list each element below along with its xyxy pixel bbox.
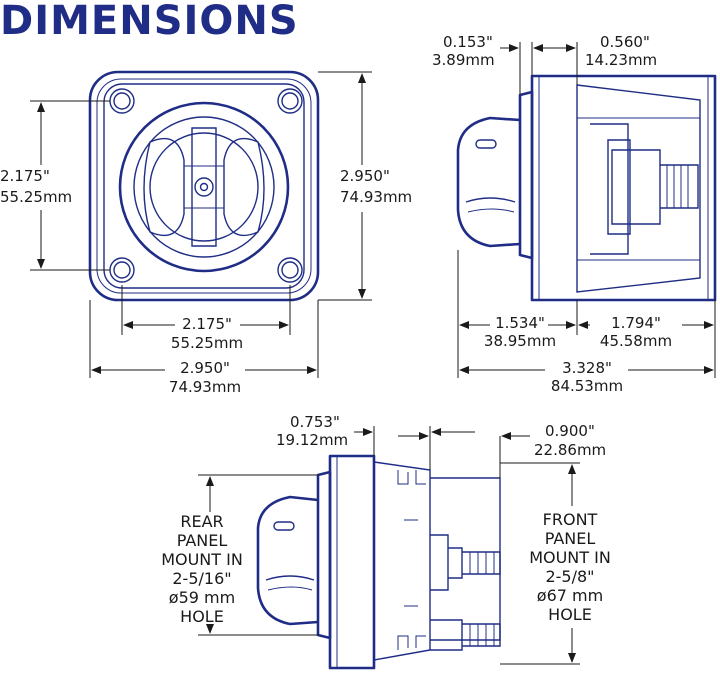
knob-depth-inch: 1.534" (495, 314, 545, 332)
body-height-inch: 2.950" (340, 167, 390, 185)
front-panel-note-line: MOUNT IN (529, 548, 611, 567)
body-height-mm: 74.93mm (340, 188, 412, 206)
rear-offset-mm: 19.12mm (276, 431, 348, 449)
front-panel-note: FRONT PANEL MOUNT IN 2-5/8" ø67 mm HOLE (529, 510, 611, 624)
rear-depth-inch: 1.794" (611, 314, 661, 332)
hole-spacing-vertical-mm: 55.25mm (0, 188, 72, 206)
mount-hole-top-right (277, 88, 303, 114)
side-view-dimensions (457, 42, 716, 378)
front-view-switch (88, 70, 320, 302)
mount-hole-bottom-right (277, 257, 303, 283)
overall-depth-inch: 3.328" (562, 359, 612, 377)
overall-depth-mm: 84.53mm (551, 377, 623, 395)
front-panel-note-line: HOLE (548, 605, 592, 624)
rear-panel-note-line: ø59 mm (169, 588, 235, 607)
rear-panel-note-line: MOUNT IN (161, 550, 243, 569)
front-offset-mm: 22.86mm (534, 441, 606, 459)
front-depth-inch: 0.560" (600, 33, 650, 51)
page-title: DIMENSIONS (0, 0, 299, 44)
mount-view-switch (256, 454, 501, 670)
mount-hole-bottom-left (109, 257, 135, 283)
mount-hole-top-left (109, 88, 135, 114)
knob-depth-mm: 38.95mm (484, 332, 556, 350)
front-panel-note-line: PANEL (545, 529, 596, 548)
front-panel-note-line: FRONT (543, 510, 598, 529)
flange-thickness-mm: 3.89mm (432, 51, 495, 69)
rear-panel-note-line: 2-5/16" (172, 569, 231, 588)
flange-thickness-inch: 0.153" (443, 33, 493, 51)
hole-spacing-horizontal-inch: 2.175" (182, 315, 232, 333)
body-width-inch: 2.950" (180, 359, 230, 377)
hole-spacing-horizontal-mm: 55.25mm (171, 334, 243, 352)
front-depth-mm: 14.23mm (585, 51, 657, 69)
hole-spacing-vertical-inch: 2.175" (0, 167, 50, 185)
rear-panel-note-line: PANEL (177, 531, 228, 550)
side-view-switch (456, 74, 717, 302)
front-offset-inch: 0.900" (545, 422, 595, 440)
body-width-mm: 74.93mm (169, 378, 241, 396)
front-panel-note-line: ø67 mm (537, 586, 603, 605)
mount-view-dimensions (198, 426, 580, 665)
rear-offset-inch: 0.753" (290, 413, 340, 431)
rear-depth-mm: 45.58mm (600, 332, 672, 350)
front-panel-note-line: 2-5/8" (545, 567, 594, 586)
rear-panel-note: REAR PANEL MOUNT IN 2-5/16" ø59 mm HOLE (161, 512, 243, 626)
front-view-dimensions (30, 71, 372, 378)
rear-panel-note-line: HOLE (180, 607, 224, 626)
rear-panel-note-line: REAR (180, 512, 223, 531)
